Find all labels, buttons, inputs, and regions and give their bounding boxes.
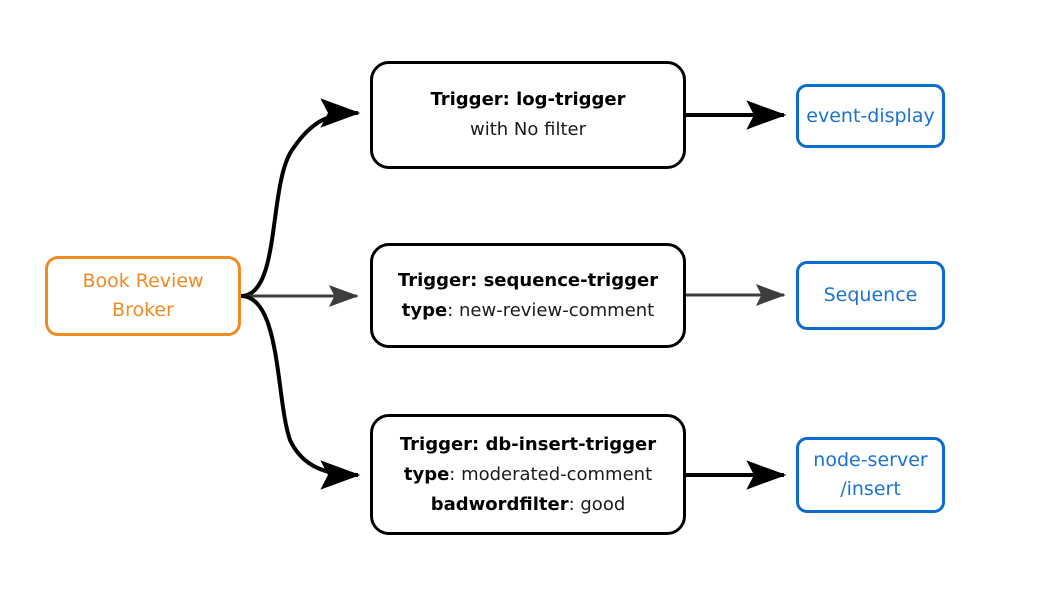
service-node-server-label-line1: node-server bbox=[813, 449, 928, 471]
service-node-server-label-line2: /insert bbox=[840, 478, 901, 500]
trigger-dbinsert-line2: type: moderated-comment bbox=[404, 460, 652, 490]
node-trigger-log-trigger[interactable]: Trigger: log-trigger with No filter bbox=[370, 61, 686, 169]
edge-broker-to-log-trigger bbox=[240, 98, 361, 298]
node-trigger-sequence-trigger[interactable]: Trigger: sequence-trigger type: new-revi… bbox=[370, 243, 686, 348]
trigger-sequence-line1: Trigger: sequence-trigger bbox=[398, 266, 658, 296]
node-book-review-broker[interactable]: Book Review Broker bbox=[45, 256, 241, 336]
trigger-sequence-line2: type: new-review-comment bbox=[402, 296, 654, 326]
trigger-dbinsert-line1: Trigger: db-insert-trigger bbox=[400, 430, 656, 460]
broker-label-line1: Book Review bbox=[82, 270, 204, 292]
trigger-dbinsert-line2-key: type bbox=[403, 463, 450, 485]
node-service-event-display[interactable]: event-display bbox=[796, 84, 945, 148]
trigger-log-line1-bold: Trigger: log-trigger bbox=[430, 89, 626, 110]
trigger-sequence-line2-key: type bbox=[401, 299, 448, 321]
node-trigger-db-insert-trigger[interactable]: Trigger: db-insert-trigger type: moderat… bbox=[370, 414, 686, 535]
broker-label-line2: Broker bbox=[112, 299, 174, 321]
trigger-log-line1: Trigger: log-trigger bbox=[430, 85, 625, 115]
trigger-dbinsert-line2-text: : moderated-comment bbox=[449, 463, 653, 485]
edge-broker-to-db-insert-trigger bbox=[240, 294, 361, 490]
service-event-display-label: event-display bbox=[806, 104, 935, 127]
trigger-log-line2-text: with No filter bbox=[470, 119, 586, 140]
node-service-node-server-insert[interactable]: node-server /insert bbox=[796, 437, 945, 513]
trigger-dbinsert-line3-text: : good bbox=[568, 493, 626, 515]
node-service-sequence[interactable]: Sequence bbox=[796, 261, 945, 330]
trigger-dbinsert-line1-bold: Trigger: db-insert-trigger bbox=[399, 433, 657, 455]
trigger-dbinsert-line3-key: badwordfilter bbox=[430, 493, 569, 515]
trigger-sequence-line2-text: : new-review-comment bbox=[447, 299, 655, 321]
service-sequence-label: Sequence bbox=[823, 284, 918, 306]
trigger-dbinsert-line3: badwordfilter: good bbox=[431, 490, 626, 520]
trigger-sequence-line1-bold: Trigger: sequence-trigger bbox=[397, 269, 659, 291]
trigger-log-line2: with No filter bbox=[470, 115, 586, 145]
